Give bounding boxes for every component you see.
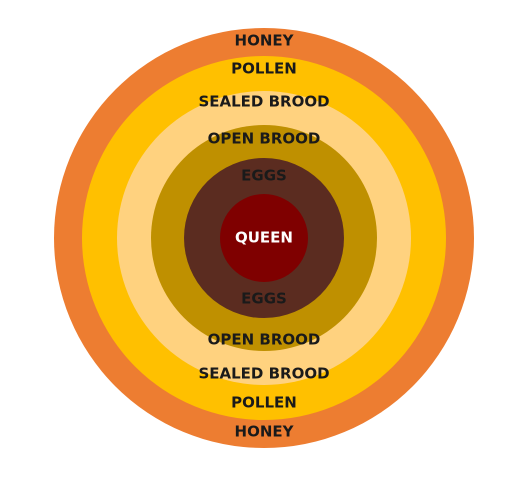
queen-disc bbox=[220, 194, 308, 282]
honey-bottom-label: HONEY bbox=[235, 423, 295, 441]
honey-top-label: HONEY bbox=[235, 32, 295, 50]
open-brood-bottom-label: OPEN BROOD bbox=[208, 331, 321, 349]
pollen-top-label: POLLEN bbox=[231, 60, 297, 78]
pollen-bottom-label: POLLEN bbox=[231, 394, 297, 412]
open-brood-top-label: OPEN BROOD bbox=[208, 130, 321, 148]
sealed-brood-bottom-label: SEALED BROOD bbox=[198, 365, 329, 383]
sealed-brood-top-label: SEALED BROOD bbox=[198, 93, 329, 111]
eggs-bottom-label: EGGS bbox=[241, 290, 287, 308]
eggs-top-label: EGGS bbox=[241, 167, 287, 185]
queen-label: QUEEN bbox=[235, 229, 293, 247]
